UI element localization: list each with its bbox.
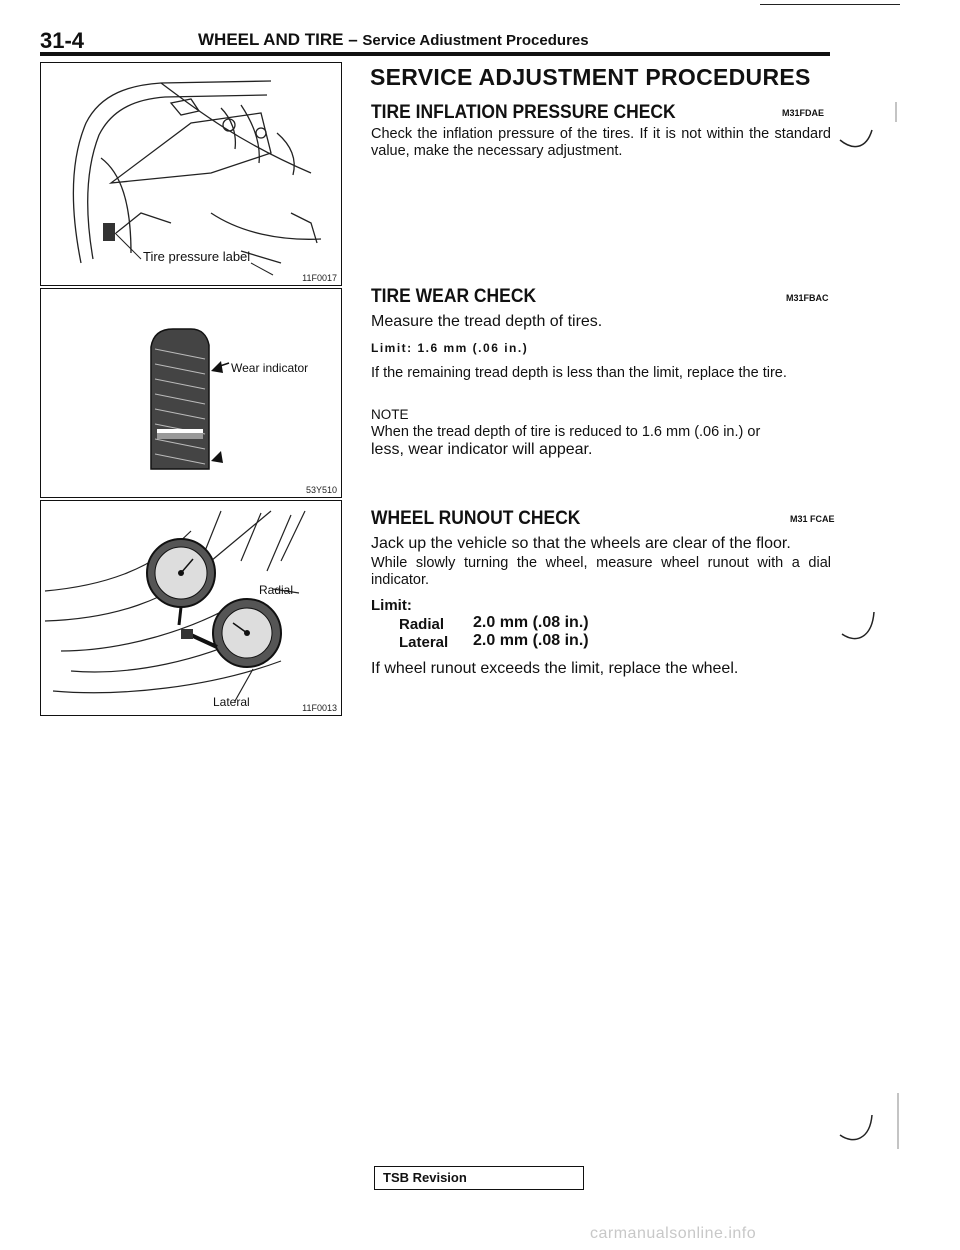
- figure-runout-measurement: Radial Lateral 11F0013: [40, 500, 342, 716]
- inflation-body: Check the inflation pressure of the tire…: [371, 126, 831, 159]
- wear-body-2: If the remaining tread depth is less tha…: [371, 365, 787, 381]
- inflation-heading: TIRE INFLATION PRESSURE CHECK: [371, 102, 676, 123]
- watermark: carmanualsonline.info: [590, 1225, 757, 1242]
- page-number: 31-4: [40, 28, 85, 53]
- top-edge-rule: [760, 4, 900, 5]
- tread-illustration: [150, 328, 230, 470]
- figure-code: 11F0017: [302, 273, 337, 283]
- lateral-caption: Lateral: [213, 695, 250, 709]
- figure-tire-pressure-label: Tire pressure label 11F0017: [40, 62, 342, 286]
- hole-mark-top: [839, 102, 897, 148]
- wear-heading: TIRE WEAR CHECK: [371, 286, 537, 307]
- runout-limit-label: Limit:: [371, 597, 412, 614]
- wear-code: M31FBAC: [786, 293, 829, 303]
- header-dash: –: [348, 30, 358, 49]
- runout-body-3: If wheel runout exceeds the limit, repla…: [371, 660, 739, 677]
- lateral-value: 2.0 mm (.08 in.): [473, 632, 589, 649]
- wear-body-1: Measure the tread depth of tires.: [371, 313, 603, 330]
- runout-body-2: While slowly turning the wheel, measure …: [371, 555, 831, 588]
- lateral-label: Lateral: [399, 634, 449, 651]
- figure-wear-indicator: Wear indicator 53Y510: [40, 288, 342, 498]
- header-subtitle: Service Adiustment Procedures: [362, 32, 589, 49]
- wear-indicator-caption: Wear indicator: [231, 361, 309, 375]
- hole-mark-middle: [841, 611, 875, 640]
- figure-code: 11F0013: [302, 703, 337, 713]
- tire-pressure-label-caption: Tire pressure label: [143, 249, 251, 264]
- header-rule: [40, 52, 830, 56]
- radial-value: 2.0 mm (.08 in.): [473, 614, 589, 631]
- door-illustration: [72, 80, 322, 276]
- runout-code: M31 FCAE: [790, 514, 835, 524]
- main-heading: SERVICE ADJUSTMENT PROCEDURES: [370, 64, 811, 90]
- dial-indicator-illustration: [44, 510, 306, 702]
- note-line-1: When the tread depth of tire is reduced …: [371, 424, 761, 440]
- inflation-code: M31FDAE: [782, 108, 825, 118]
- note-line-2: less, wear indicator will appear.: [371, 441, 593, 458]
- tsb-revision-label: TSB Revision: [383, 1170, 467, 1185]
- radial-label: Radial: [399, 616, 445, 633]
- runout-body-1: Jack up the vehicle so that the wheels a…: [371, 535, 791, 552]
- header-title: WHEEL AND TIRE: [198, 30, 344, 49]
- radial-caption: Radial: [259, 583, 294, 597]
- page-header-title: WHEEL AND TIRE – Service Adiustment Proc…: [198, 30, 589, 50]
- tsb-revision-box: TSB Revision: [374, 1166, 584, 1190]
- note-label: NOTE: [371, 407, 409, 422]
- hole-mark-bottom: [839, 1093, 899, 1149]
- figure-code: 53Y510: [305, 485, 337, 495]
- runout-heading: WHEEL RUNOUT CHECK: [371, 508, 581, 529]
- wear-limit: Limit: 1.6 mm (.06 in.): [371, 341, 529, 355]
